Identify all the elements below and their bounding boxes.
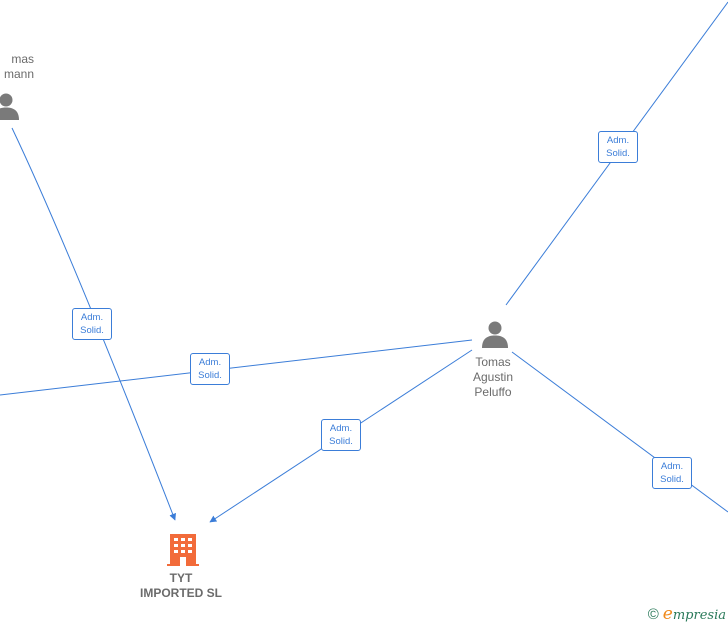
edge-mann-company bbox=[11, 127, 176, 521]
relation-badge[interactable]: Adm. Solid. bbox=[652, 457, 692, 489]
relation-type: Solid. bbox=[80, 325, 104, 336]
relation-type: Solid. bbox=[660, 474, 684, 485]
relation-role: Adm. bbox=[660, 461, 684, 472]
relation-badge[interactable]: Adm. Solid. bbox=[190, 353, 230, 385]
relation-type: Solid. bbox=[606, 148, 630, 159]
relation-badge[interactable]: Adm. Solid. bbox=[72, 308, 112, 340]
edge-peluffo-bottomright bbox=[511, 351, 728, 513]
brand-watermark: © empresia bbox=[648, 604, 726, 624]
building-icon[interactable] bbox=[167, 532, 199, 566]
copyright-icon: © bbox=[647, 605, 659, 623]
edge-peluffo-left bbox=[0, 339, 473, 396]
relation-type: Solid. bbox=[198, 370, 222, 381]
person-name[interactable]: mas mann bbox=[3, 52, 34, 81]
relation-role: Adm. bbox=[80, 312, 104, 323]
person-icon[interactable] bbox=[0, 92, 20, 120]
relation-role: Adm. bbox=[198, 357, 222, 368]
relation-badge[interactable]: Adm. Solid. bbox=[598, 131, 638, 163]
person-icon[interactable] bbox=[481, 320, 509, 348]
relation-role: Adm. bbox=[329, 423, 353, 434]
person-name[interactable]: Tomas Agustin Peluffo bbox=[472, 355, 514, 399]
relation-role: Adm. bbox=[606, 135, 630, 146]
brand-logo: empresia bbox=[662, 604, 726, 624]
relation-badge[interactable]: Adm. Solid. bbox=[321, 419, 361, 451]
relation-type: Solid. bbox=[329, 436, 353, 447]
company-name[interactable]: TYT IMPORTED SL bbox=[139, 571, 222, 600]
